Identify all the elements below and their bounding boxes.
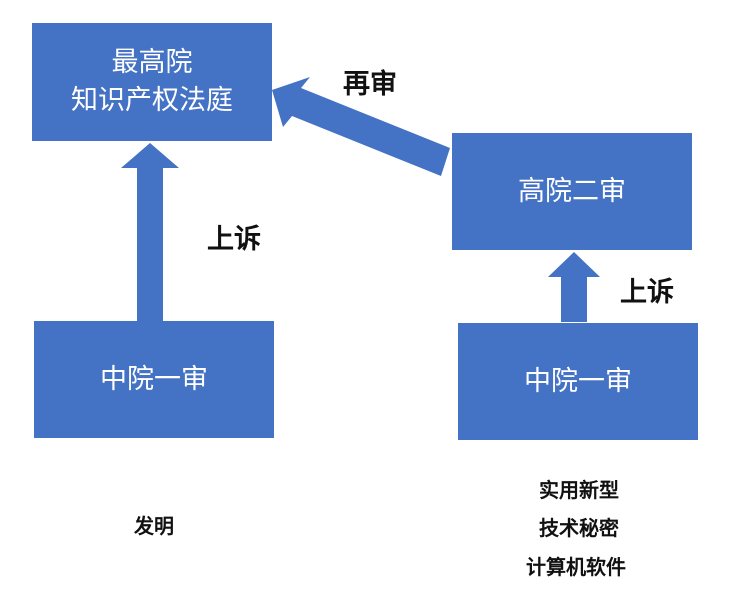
retrial-arrow: [272, 77, 450, 176]
ip-tribunal-title: 知识产权法庭: [71, 85, 233, 116]
appeal-label-left: 上诉: [207, 224, 261, 255]
supreme-court-box: 最高院 知识产权法庭: [32, 23, 272, 141]
high-court-label: 高院二审: [518, 175, 626, 207]
intermediate-court-right-box: 中院一审: [458, 323, 698, 440]
intermediate-court-right-label: 中院一审: [524, 365, 632, 397]
appeal-label-right: 上诉: [620, 277, 674, 308]
category-trade-secret: 技术秘密: [539, 516, 619, 540]
appeal-arrow-right: [548, 252, 600, 322]
category-utility-model: 实用新型: [539, 478, 619, 502]
intermediate-court-left-box: 中院一审: [34, 321, 274, 438]
intermediate-court-left-label: 中院一审: [100, 363, 208, 395]
category-software: 计算机软件: [526, 555, 626, 579]
appeal-arrow-left: [121, 143, 179, 322]
retrial-label: 再审: [343, 69, 397, 100]
high-court-second-instance-box: 高院二审: [452, 133, 692, 250]
supreme-court-title: 最高院: [111, 47, 193, 78]
category-invention: 发明: [134, 514, 174, 538]
